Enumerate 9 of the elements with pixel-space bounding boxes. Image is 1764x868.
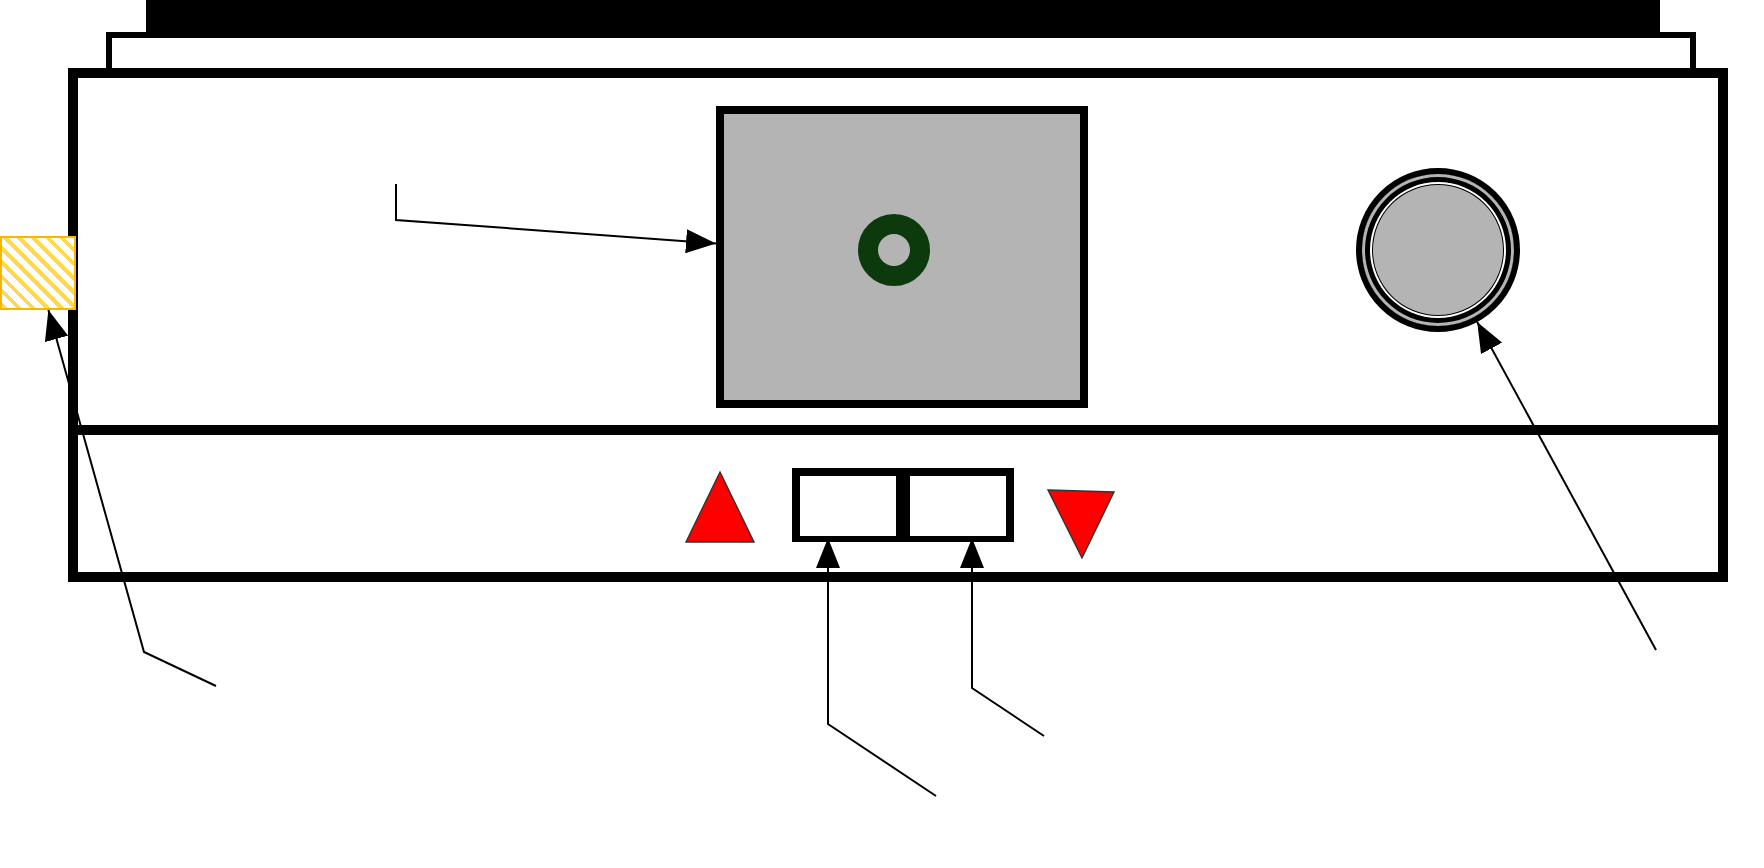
connector-port — [0, 236, 76, 310]
leader-line — [395, 183, 717, 254]
push-button — [908, 474, 1008, 538]
leader-line — [44, 309, 217, 687]
leader-line — [816, 537, 937, 797]
push-button — [798, 474, 898, 538]
leader-line — [1476, 321, 1657, 651]
display-screen — [716, 106, 1088, 408]
leader-line — [960, 537, 1045, 737]
